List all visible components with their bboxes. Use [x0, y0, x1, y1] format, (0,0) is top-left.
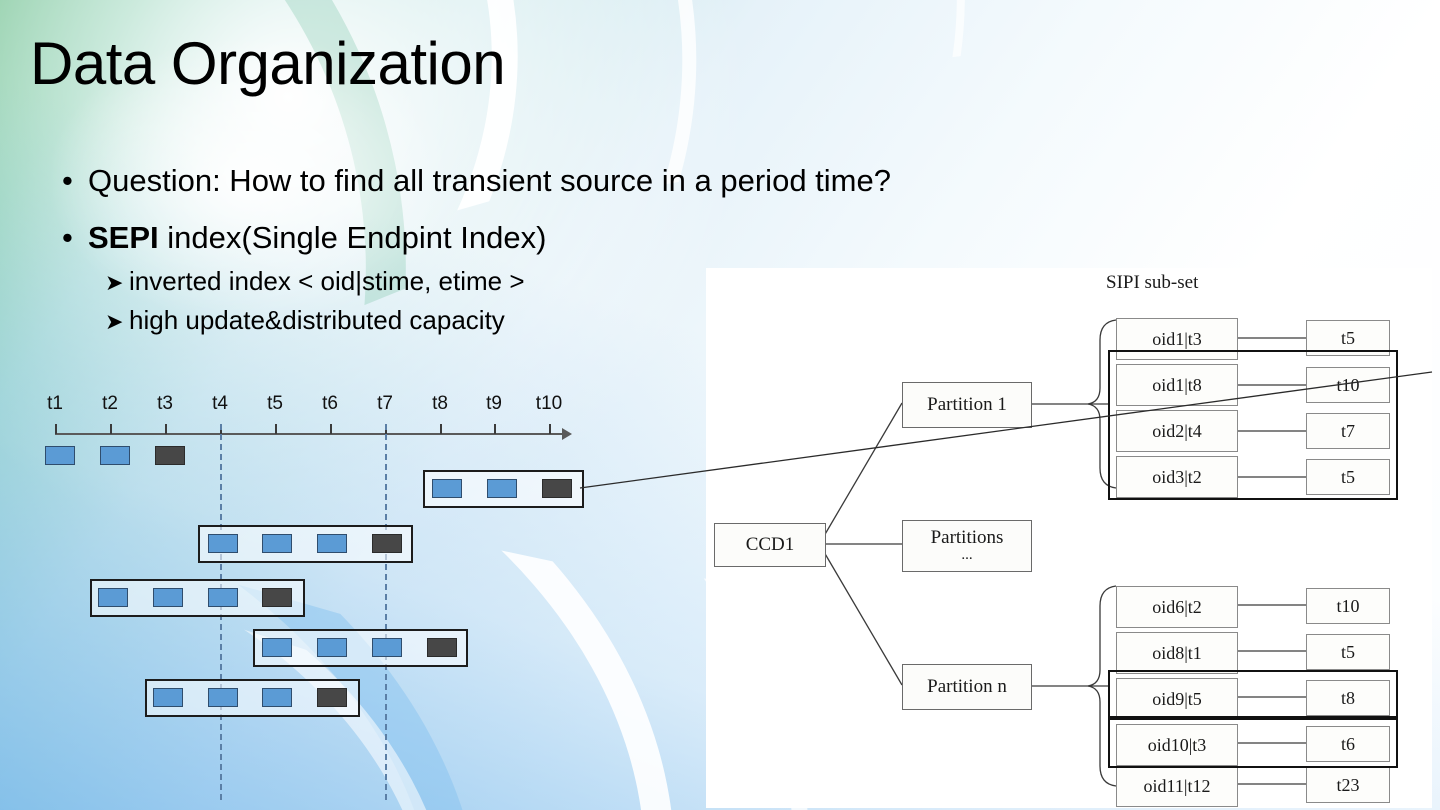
node-partitions-ellipsis: ...	[961, 547, 973, 564]
node-partition-1[interactable]: Partition 1	[902, 382, 1032, 428]
index-entry-key[interactable]: oid6|t2	[1116, 586, 1238, 628]
timeline-axis-arrow-icon	[562, 428, 572, 440]
node-partitions-middle[interactable]: Partitions ...	[902, 520, 1032, 572]
bullet-sepi: • SEPI index(Single Endpint Index)	[62, 220, 546, 256]
timeline-square	[432, 479, 462, 498]
highlight-box-bottom-1	[1108, 670, 1398, 720]
highlight-box-top	[1108, 350, 1398, 500]
arrow-marker-icon: ➤	[105, 309, 124, 334]
bullet-question: • Question: How to find all transient sou…	[62, 163, 891, 199]
timeline-square	[427, 638, 457, 657]
timeline-square	[262, 588, 292, 607]
timeline-square	[208, 688, 238, 707]
tick-mark-t6	[330, 424, 332, 434]
index-entry-key[interactable]: oid11|t12	[1116, 765, 1238, 807]
tick-mark-t8	[440, 424, 442, 434]
index-entry-key[interactable]: oid10|t3	[1116, 724, 1238, 766]
timeline-square	[100, 446, 130, 465]
timeline-square	[317, 638, 347, 657]
tick-label-t6: t6	[322, 393, 338, 414]
timeline-square	[372, 638, 402, 657]
subbullet-inverted-index: ➤inverted index < oid|stime, etime >	[105, 266, 525, 297]
tick-label-t5: t5	[267, 393, 283, 414]
bullet-question-text: Question: How to find all transient sour…	[88, 163, 891, 198]
sipi-subset-title: SIPI sub-set	[1106, 272, 1199, 293]
timeline-square	[208, 588, 238, 607]
timeline-square	[372, 534, 402, 553]
bullet-marker: •	[62, 163, 73, 198]
tick-label-t4: t4	[212, 393, 228, 414]
tick-mark-t1	[55, 424, 57, 434]
timeline-square	[262, 638, 292, 657]
index-entry-value[interactable]: t10	[1306, 588, 1390, 624]
subbullet-capacity: ➤high update&distributed capacity	[105, 305, 505, 336]
sipi-diagram-panel: SIPI sub-set CCD1 Partition 1 Partitions…	[706, 268, 1432, 808]
node-partition-n[interactable]: Partition n	[902, 664, 1032, 710]
dashed-guide-t7	[385, 424, 387, 800]
timeline-square	[317, 688, 347, 707]
tick-label-t7: t7	[377, 393, 393, 414]
node-partitions-label: Partitions	[930, 527, 1004, 549]
index-entry-key[interactable]: oid9|t5	[1116, 678, 1238, 720]
timeline-square	[487, 479, 517, 498]
timeline-square	[153, 588, 183, 607]
index-entry-value[interactable]: t8	[1306, 680, 1390, 716]
tick-label-t8: t8	[432, 393, 448, 414]
bullet-sepi-text: index(Single Endpint Index)	[158, 220, 547, 255]
page-title: Data Organization	[30, 30, 506, 97]
sepi-keyword: SEPI	[88, 220, 159, 255]
arrow-marker-icon: ➤	[105, 270, 124, 295]
tick-label-t10: t10	[535, 393, 563, 414]
timeline-diagram: t1 t2 t3 t4 t5 t6 t7 t8 t9 t10	[0, 0, 700, 810]
timeline-square	[45, 446, 75, 465]
index-entry-value[interactable]: t6	[1306, 726, 1390, 762]
subbullet-capacity-text: high update&distributed capacity	[129, 305, 505, 335]
highlight-box-bottom-2	[1108, 716, 1398, 768]
index-entry-key[interactable]: oid1|t3	[1116, 318, 1238, 360]
timeline-square	[542, 479, 572, 498]
node-ccd1[interactable]: CCD1	[714, 523, 826, 567]
subbullet-inverted-index-text: inverted index < oid|stime, etime >	[129, 266, 525, 296]
tick-mark-t9	[494, 424, 496, 434]
timeline-square	[155, 446, 185, 465]
index-entry-value[interactable]: t5	[1306, 634, 1390, 670]
timeline-square	[208, 534, 238, 553]
tick-label-t1: t1	[47, 393, 63, 414]
timeline-square	[153, 688, 183, 707]
tick-mark-t2	[110, 424, 112, 434]
bullet-marker: •	[62, 220, 73, 255]
timeline-square	[262, 534, 292, 553]
timeline-square	[262, 688, 292, 707]
tick-mark-t10	[549, 424, 551, 434]
index-entry-value[interactable]: t23	[1306, 767, 1390, 803]
tick-mark-t5	[275, 424, 277, 434]
tick-label-t9: t9	[486, 393, 502, 414]
timeline-square	[317, 534, 347, 553]
tick-mark-t3	[165, 424, 167, 434]
tick-label-t2: t2	[102, 393, 118, 414]
index-entry-key[interactable]: oid8|t1	[1116, 632, 1238, 674]
timeline-axis	[55, 433, 562, 435]
tick-label-t3: t3	[157, 393, 173, 414]
timeline-square	[98, 588, 128, 607]
